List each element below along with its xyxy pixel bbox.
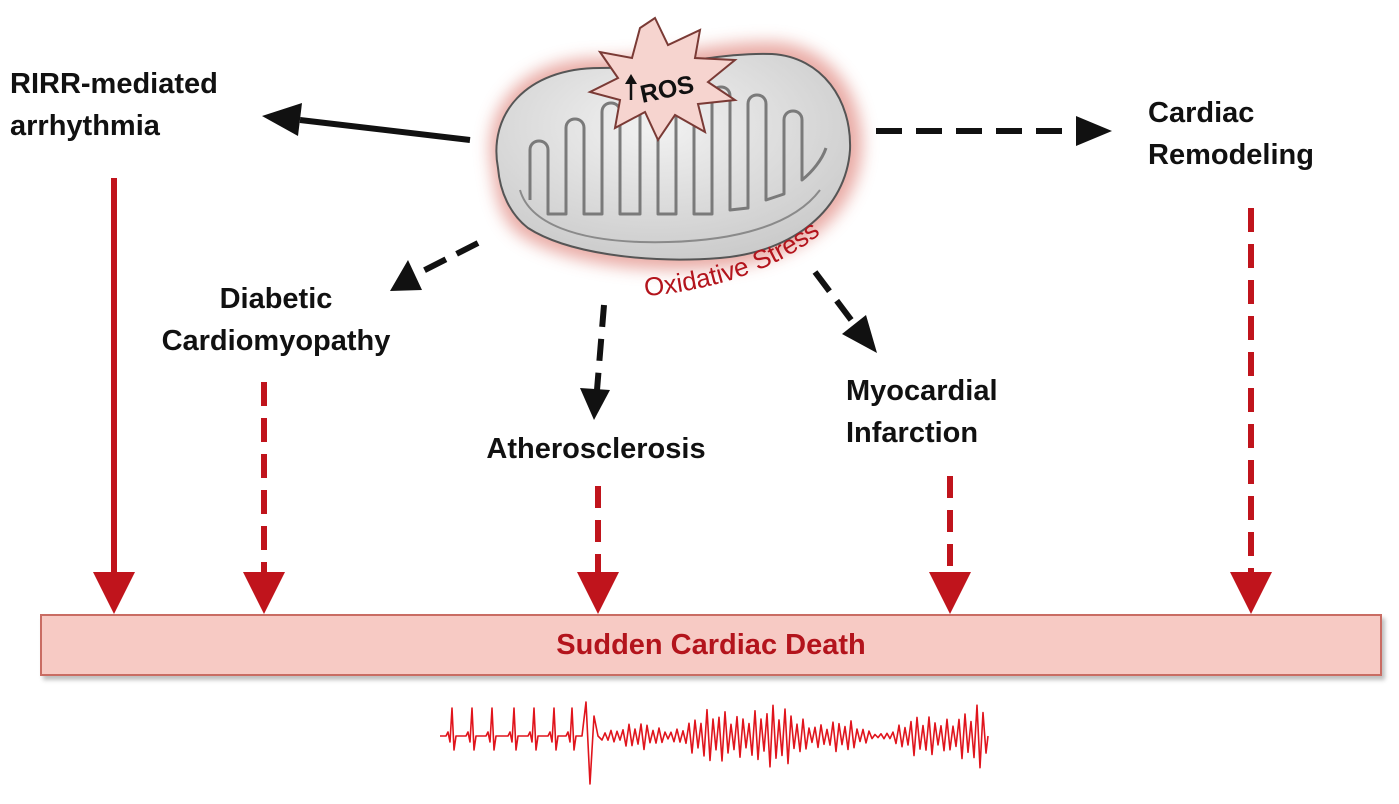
node-myocardial-infarction: Myocardial Infarction — [846, 370, 998, 454]
arrow-to-rirr — [299, 117, 471, 143]
remodeling-line-2: Remodeling — [1148, 139, 1314, 171]
red-arrowhead-rirr — [93, 572, 135, 614]
arrowhead-to-mi — [842, 315, 877, 353]
remodeling-line-1: Cardiac — [1148, 97, 1255, 129]
diabetic-line-2: Cardiomyopathy — [161, 325, 391, 357]
arrowhead-to-diabetic — [390, 260, 422, 291]
arrow-to-athero — [594, 304, 607, 391]
mi-line-2: Infarction — [846, 417, 979, 449]
red-arrowhead-diabetic — [243, 572, 285, 614]
node-atherosclerosis: Atherosclerosis — [440, 428, 752, 470]
rirr-line-1: RIRR-mediated — [10, 68, 218, 100]
red-arrowhead-remodeling — [1230, 572, 1272, 614]
red-arrows — [93, 178, 1272, 614]
node-rirr-arrhythmia: RIRR-mediated arrhythmia — [10, 63, 218, 147]
node-cardiac-remodeling: Cardiac Remodeling — [1148, 92, 1314, 176]
mitochondrion-icon — [489, 41, 863, 270]
ecg-trace-icon — [440, 701, 989, 785]
athero-line-1: Atherosclerosis — [486, 433, 706, 465]
rirr-line-2: arrhythmia — [10, 110, 160, 142]
diabetic-line-1: Diabetic — [219, 283, 333, 315]
arrowhead-to-remodeling — [1076, 116, 1112, 146]
red-arrowhead-mi — [929, 572, 971, 614]
arrow-to-diabetic — [413, 240, 480, 278]
sudden-cardiac-death-label: Sudden Cardiac Death — [556, 629, 866, 661]
red-arrowhead-athero — [577, 572, 619, 614]
node-diabetic-cardiomyopathy: Diabetic Cardiomyopathy — [118, 278, 434, 362]
arrowhead-to-rirr — [262, 103, 302, 136]
ros-burst-icon: ROS — [587, 16, 738, 143]
sudden-cardiac-death-box — [40, 614, 1382, 676]
arrowhead-to-athero — [580, 388, 610, 420]
arrow-to-mi — [812, 270, 858, 327]
mi-line-1: Myocardial — [846, 375, 998, 407]
black-arrows — [262, 103, 1112, 420]
